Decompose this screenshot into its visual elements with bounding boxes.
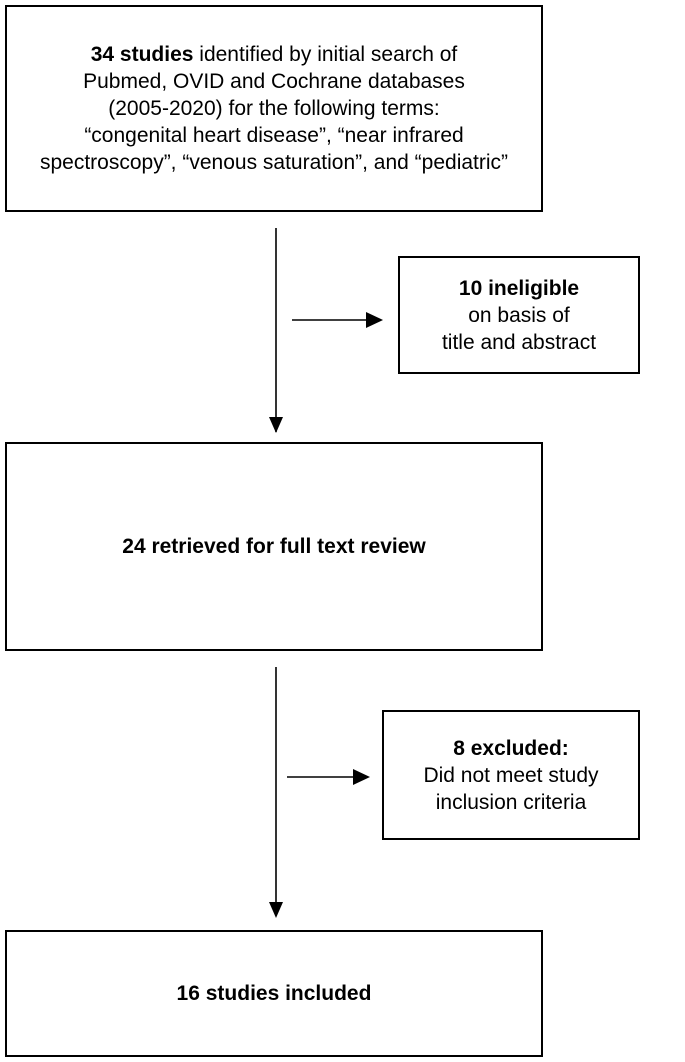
excluded-line-2: Did not meet study (423, 763, 599, 787)
excluded-box: 8 excluded: Did not meet study inclusion… (382, 710, 640, 840)
excluded-line-3: inclusion criteria (435, 790, 587, 814)
ineligible-line-2: on basis of (468, 303, 570, 327)
included-title: 16 studies included (176, 982, 372, 1005)
search-count: 34 studies (90, 43, 194, 66)
arrowhead-to-excluded (353, 769, 370, 785)
search-line-5: spectroscopy”, “venous saturation”, and … (39, 151, 509, 174)
search-line-1-rest: identified by initial search of (193, 43, 458, 66)
search-line-3: (2005-2020) for the following terms: (108, 97, 440, 120)
arrowhead-retrieved-to-included (269, 902, 283, 918)
search-line-2: Pubmed, OVID and Cochrane databases (83, 70, 465, 93)
retrieved-box: 24 retrieved for full text review (5, 442, 543, 651)
ineligible-box: 10 ineligible on basis of title and abst… (398, 256, 640, 374)
retrieved-title: 24 retrieved for full text review (122, 535, 426, 558)
arrowhead-search-to-retrieved (269, 417, 283, 433)
search-line-1: 34 studies identified by initial search … (91, 41, 458, 68)
search-identification-box: 34 studies identified by initial search … (5, 5, 543, 212)
ineligible-title: 10 ineligible (458, 276, 580, 300)
arrowhead-to-ineligible (366, 312, 383, 328)
search-line-4: “congenital heart disease”, “near infrar… (84, 124, 464, 147)
ineligible-line-3: title and abstract (441, 330, 597, 354)
included-box: 16 studies included (5, 930, 543, 1057)
excluded-title: 8 excluded: (453, 736, 569, 760)
